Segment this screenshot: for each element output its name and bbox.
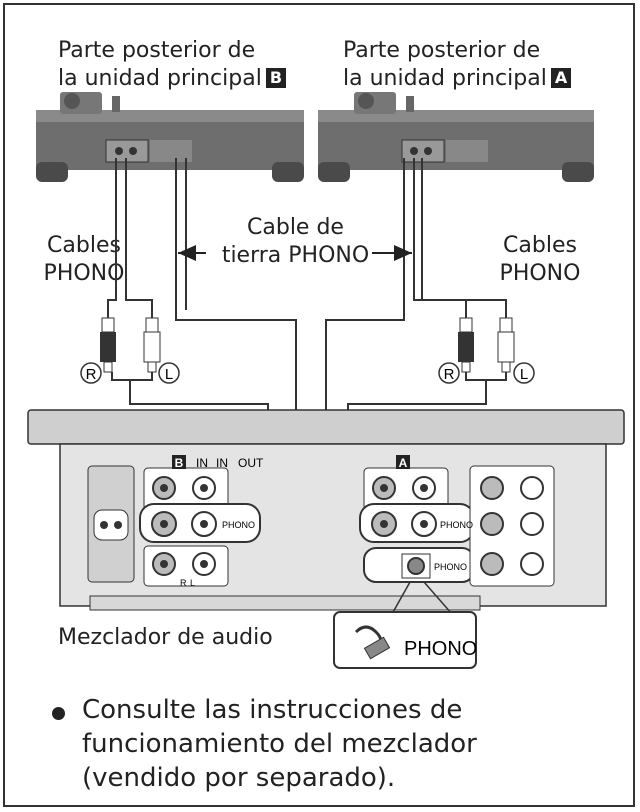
- mixer-phono-a: PHONO: [440, 520, 473, 530]
- turntable-a-caption-text: la unidad principal: [343, 66, 547, 91]
- figure-frame: [3, 3, 635, 807]
- turntable-b-caption-text: la unidad principal: [58, 66, 262, 91]
- unit-b-badge: B: [265, 68, 287, 88]
- callout-phono-label: PHONO: [404, 638, 477, 660]
- mixer-badge-b-bg: [172, 455, 186, 469]
- mixer-note-line1: Consulte las instrucciones de: [82, 695, 463, 725]
- audio-mixer: [27, 409, 625, 611]
- turntable-b-caption-line1: Parte posterior de: [58, 38, 256, 63]
- mixer-col-in2: IN: [216, 456, 228, 470]
- mixer-phono-b: PHONO: [222, 520, 255, 530]
- unit-a-badge: A: [550, 68, 572, 88]
- rca-plugs-left: [100, 317, 161, 373]
- note-bullet-icon: [52, 707, 65, 720]
- mixer-badge-a-bg: [396, 455, 410, 469]
- turntable-a-caption-line1: Parte posterior de: [343, 38, 541, 63]
- phono-cables-left-line2: PHONO: [43, 261, 125, 286]
- ground-cable-label: Cable de tierra PHONO: [208, 214, 383, 270]
- ground-cable-line2: tierra PHONO: [221, 243, 370, 268]
- mixer-note-line3: (vendido por separado).: [82, 763, 396, 793]
- mixer-col-in1: IN: [196, 456, 208, 470]
- mark-l-left: L: [165, 366, 173, 383]
- phono-ground-callout: [333, 581, 477, 669]
- mixer-note-line2: funcionamiento del mezclador: [82, 729, 477, 759]
- mixer-note: Consulte las instrucciones de funcionami…: [82, 693, 477, 795]
- phono-cables-right-label: Cables PHONO: [490, 232, 590, 288]
- mark-r-right: R: [444, 366, 455, 383]
- mixer-mark-r: R: [180, 578, 187, 588]
- mixer-phono-gnd: PHONO: [434, 562, 467, 572]
- ground-cable-line1: Cable de: [247, 215, 344, 240]
- rca-plugs-right: [458, 317, 515, 373]
- mark-l-right: L: [520, 366, 528, 383]
- phono-cables-left-line1: Cables: [47, 233, 121, 258]
- mixer-badge-a: A: [399, 456, 408, 470]
- phono-cables-right-line2: PHONO: [499, 261, 581, 286]
- mixer-badge-b: B: [175, 456, 184, 470]
- mark-r-left: R: [86, 366, 97, 383]
- rl-marks: [80, 362, 535, 384]
- phono-cables-left-label: Cables PHONO: [34, 232, 134, 288]
- turntable-a: [318, 92, 594, 182]
- mixer-mark-l: L: [190, 578, 195, 588]
- audio-mixer-label: Mezclador de audio: [58, 625, 273, 650]
- phono-cables-right-line1: Cables: [503, 233, 577, 258]
- turntable-b: [36, 92, 304, 182]
- mixer-col-out: OUT: [238, 456, 264, 470]
